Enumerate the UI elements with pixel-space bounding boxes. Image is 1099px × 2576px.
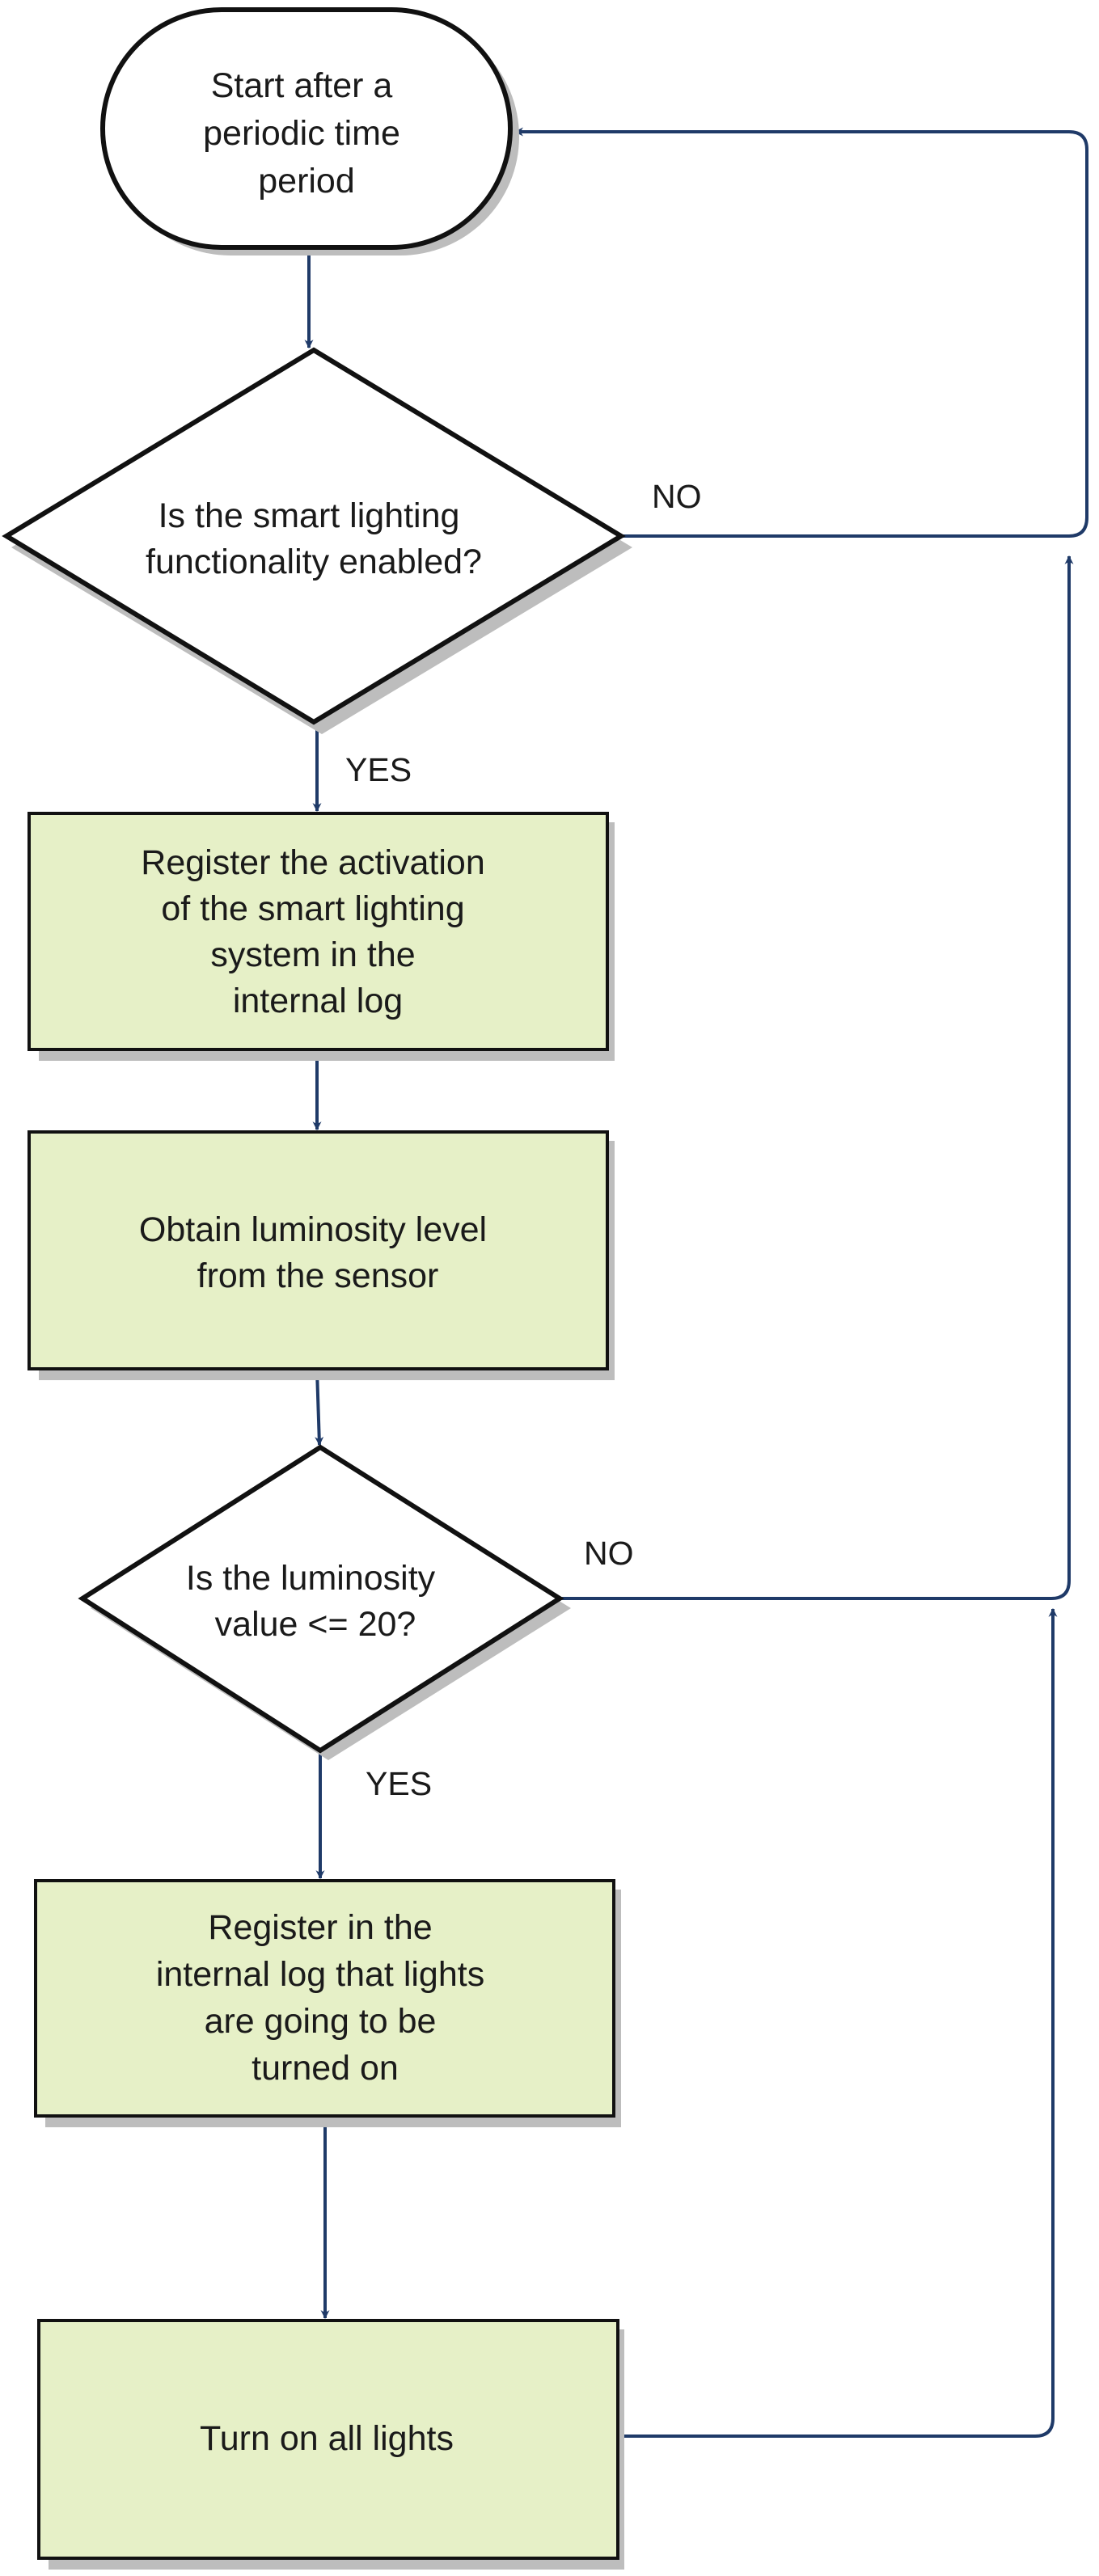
decision-luminosity: Is the luminosity value <= 20? (78, 1444, 571, 1760)
register-lights-on-line-1: Register in the (208, 1908, 432, 1947)
start-text: Start after a periodic time period (203, 66, 410, 201)
edge-enabled-no-loop (514, 127, 1088, 538)
decision-luminosity-line-2: value <= 20? (215, 1605, 416, 1644)
register-activation-line-2: of the smart lighting (161, 889, 464, 928)
register-lights-on-text: Register in the internal log that lights… (156, 1908, 494, 2088)
decision-enabled-line-2: functionality enabled? (146, 543, 482, 581)
register-activation-text: Register the activation of the smart lig… (141, 843, 494, 1020)
register-activation-line-1: Register the activation (141, 843, 484, 882)
start-line-3: period (258, 162, 355, 201)
turn-on-lights-text: Turn on all lights (200, 2419, 454, 2458)
start-terminal: Start after a periodic time period (100, 7, 519, 255)
register-lights-on-line-2: internal log that lights (156, 1955, 484, 1994)
process-register-activation: Register the activation of the smart lig… (27, 812, 615, 1061)
obtain-luminosity-text: Obtain luminosity level from the sensor (139, 1210, 497, 1295)
decision-luminosity-text: Is the luminosity value <= 20? (186, 1559, 445, 1644)
label-luminosity-yes: YES (366, 1765, 432, 1802)
register-activation-line-3: system in the (210, 935, 415, 974)
process-register-lights-on: Register in the internal log that lights… (34, 1879, 621, 2127)
decision-enabled-line-1: Is the smart lighting (159, 496, 460, 535)
process-obtain-luminosity: Obtain luminosity level from the sensor (27, 1130, 615, 1380)
label-enabled-yes: YES (345, 751, 412, 788)
register-lights-on-line-4: turned on (252, 2049, 399, 2088)
register-lights-on-line-3: are going to be (205, 2002, 437, 2041)
label-enabled-no: NO (652, 478, 702, 515)
decision-luminosity-line-1: Is the luminosity (186, 1559, 436, 1598)
decision-enabled: Is the smart lighting functionality enab… (2, 347, 632, 734)
edge-luminosity-no-loop (561, 555, 1074, 1600)
label-luminosity-no: NO (584, 1535, 634, 1572)
start-line-2: periodic time (203, 114, 400, 153)
edge-turn-on-loop (619, 1607, 1058, 2438)
turn-on-lights-line-1: Turn on all lights (200, 2419, 454, 2458)
edge-obtain-to-luminosity (315, 1370, 324, 1446)
obtain-luminosity-line-2: from the sensor (197, 1256, 439, 1295)
obtain-luminosity-line-1: Obtain luminosity level (139, 1210, 487, 1249)
process-turn-on-lights: Turn on all lights (37, 2319, 624, 2570)
decision-enabled-text: Is the smart lighting functionality enab… (146, 496, 482, 581)
connectors (304, 127, 1088, 2438)
start-line-1: Start after a (211, 66, 393, 105)
register-activation-line-4: internal log (233, 982, 403, 1020)
